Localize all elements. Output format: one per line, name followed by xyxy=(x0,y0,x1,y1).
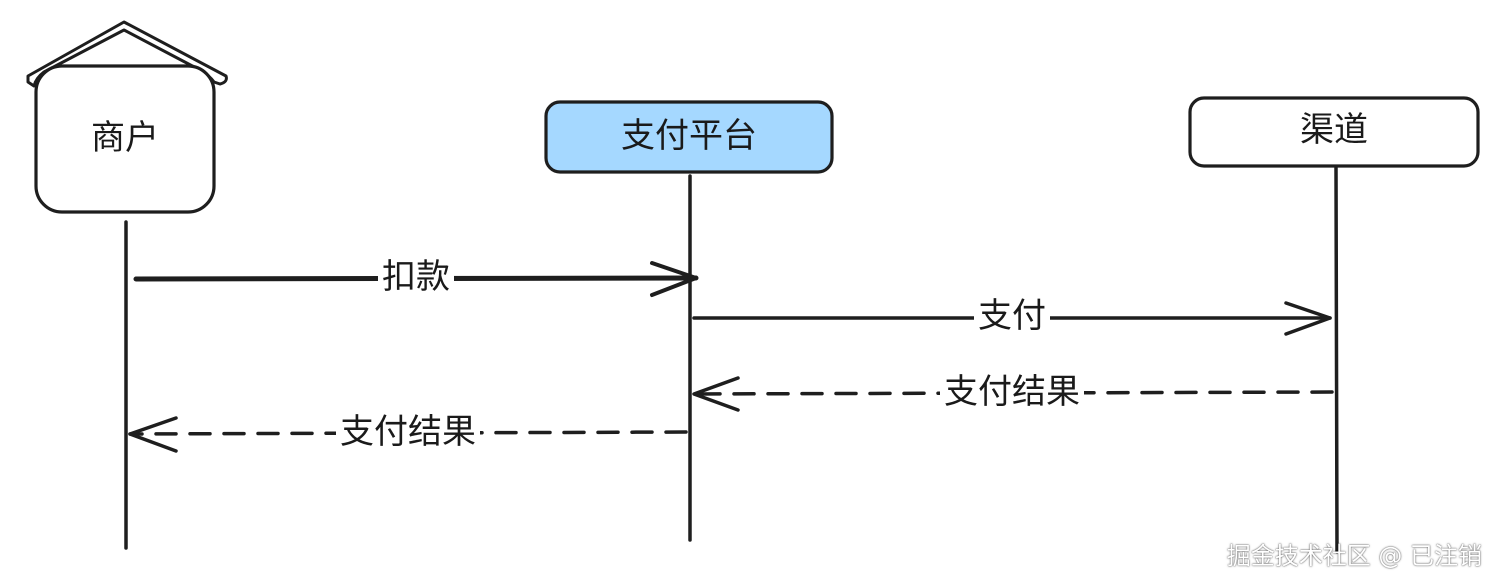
actor-label-platform: 支付平台 xyxy=(621,116,757,156)
lifeline-channel xyxy=(1334,166,1339,554)
actor-box-channel xyxy=(1188,96,1480,168)
message-label-4: 支付结果 xyxy=(336,415,480,449)
actor-label-channel: 渠道 xyxy=(1300,110,1368,150)
arrowhead-1 xyxy=(650,261,698,297)
actor-box-platform xyxy=(544,100,834,174)
message-label-1: 扣款 xyxy=(378,260,454,294)
actor-label-merchant: 商户 xyxy=(91,118,159,158)
arrowhead-2 xyxy=(1284,301,1332,336)
message-label-2: 支付 xyxy=(974,299,1050,333)
watermark-text: 掘金技术社区 @ 已注销 xyxy=(1226,542,1482,570)
actor-box-merchant xyxy=(34,64,216,214)
arrowhead-4 xyxy=(128,416,178,453)
arrowhead-3 xyxy=(692,376,740,412)
message-label-3: 支付结果 xyxy=(940,375,1084,409)
